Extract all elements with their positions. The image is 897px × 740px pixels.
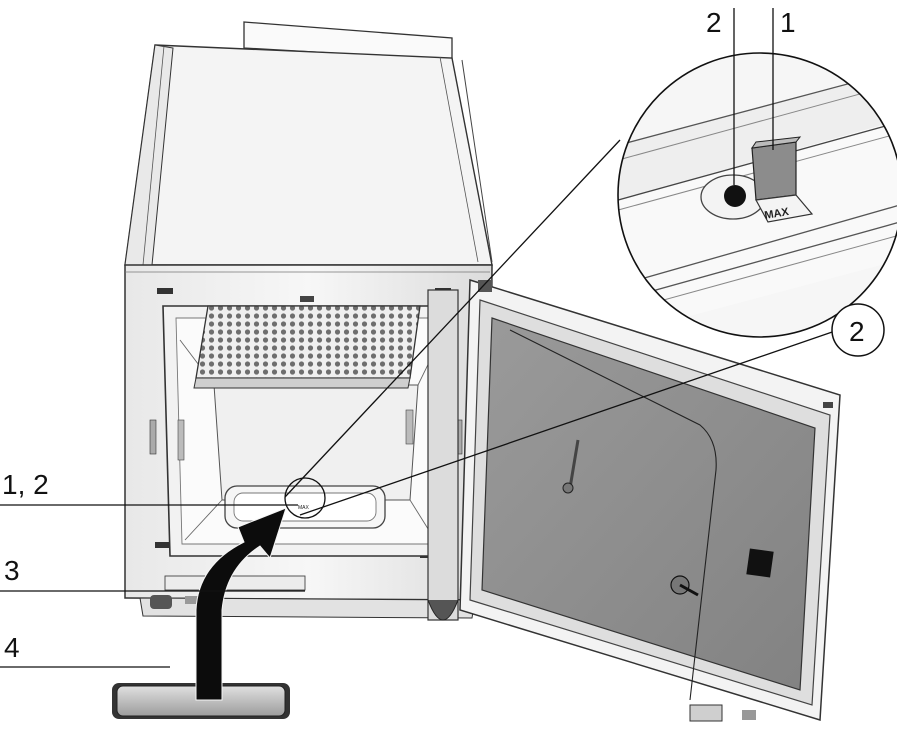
max-mark: MAX xyxy=(764,206,791,222)
incubator-door xyxy=(427,278,841,722)
callout-4: 4 xyxy=(0,632,170,668)
callout-detail-circle: 2 xyxy=(831,303,885,357)
small-max-mark: MAX xyxy=(298,505,310,511)
callout-detail-circle-label: 2 xyxy=(849,316,865,347)
insert-direction-arrow xyxy=(195,507,287,701)
detail-focus-circle xyxy=(284,477,326,519)
callout-4-label: 4 xyxy=(4,632,20,663)
incubator-cabinet: MAX xyxy=(124,21,493,619)
callout-top-2-label: 2 xyxy=(706,7,722,38)
callout-top-1-label: 1 xyxy=(780,7,796,38)
callout-3: 3 xyxy=(0,555,305,592)
callout-top-2: 2 xyxy=(706,7,735,185)
water-pan-in-chamber: MAX xyxy=(224,485,386,529)
water-pan-removed xyxy=(112,683,290,719)
zoom-detail: MAX xyxy=(617,52,897,338)
callout-top-1: 1 xyxy=(772,7,796,150)
callout-3-label: 3 xyxy=(4,555,20,586)
callout-1-2: 1, 2 xyxy=(0,469,298,506)
detail-leader-lines xyxy=(284,139,839,516)
callout-1-2-label: 1, 2 xyxy=(2,469,49,500)
